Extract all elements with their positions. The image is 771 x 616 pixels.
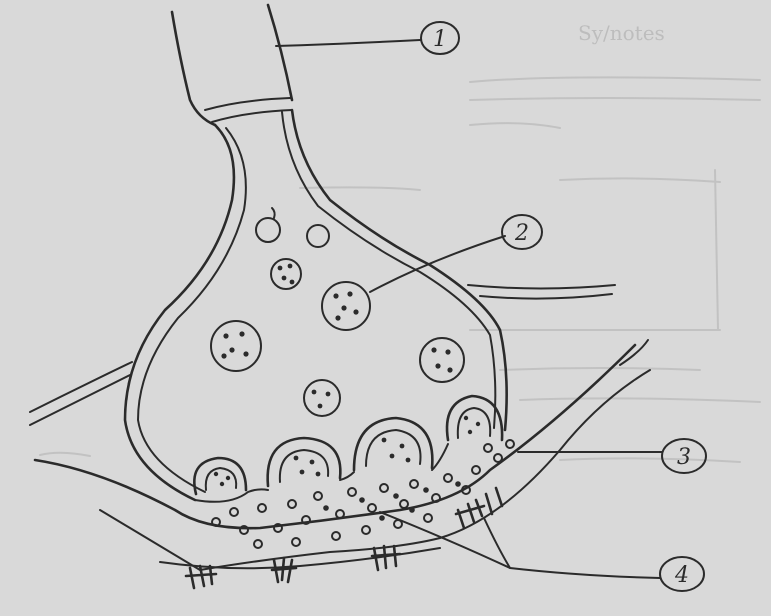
label-2: 2 [502,215,542,249]
synaptic-vesicles [211,208,464,416]
label-3-text: 3 [677,445,691,470]
fusing-vesicles [194,396,502,494]
postsynaptic-membrane [35,340,650,570]
label-4: 4 [660,557,704,591]
background-bleed-through: Sy/notes [40,21,760,462]
neurotransmitter-molecules [212,440,514,548]
label-3: 3 [662,439,706,473]
axon [172,5,292,125]
label-4-text: 4 [674,563,689,588]
label-1-text: 1 [433,27,447,52]
receptor-channels [186,488,502,588]
svg-text:Sy/notes: Sy/notes [578,21,665,45]
label-2-text: 2 [514,221,529,246]
label-1: 1 [421,22,459,54]
